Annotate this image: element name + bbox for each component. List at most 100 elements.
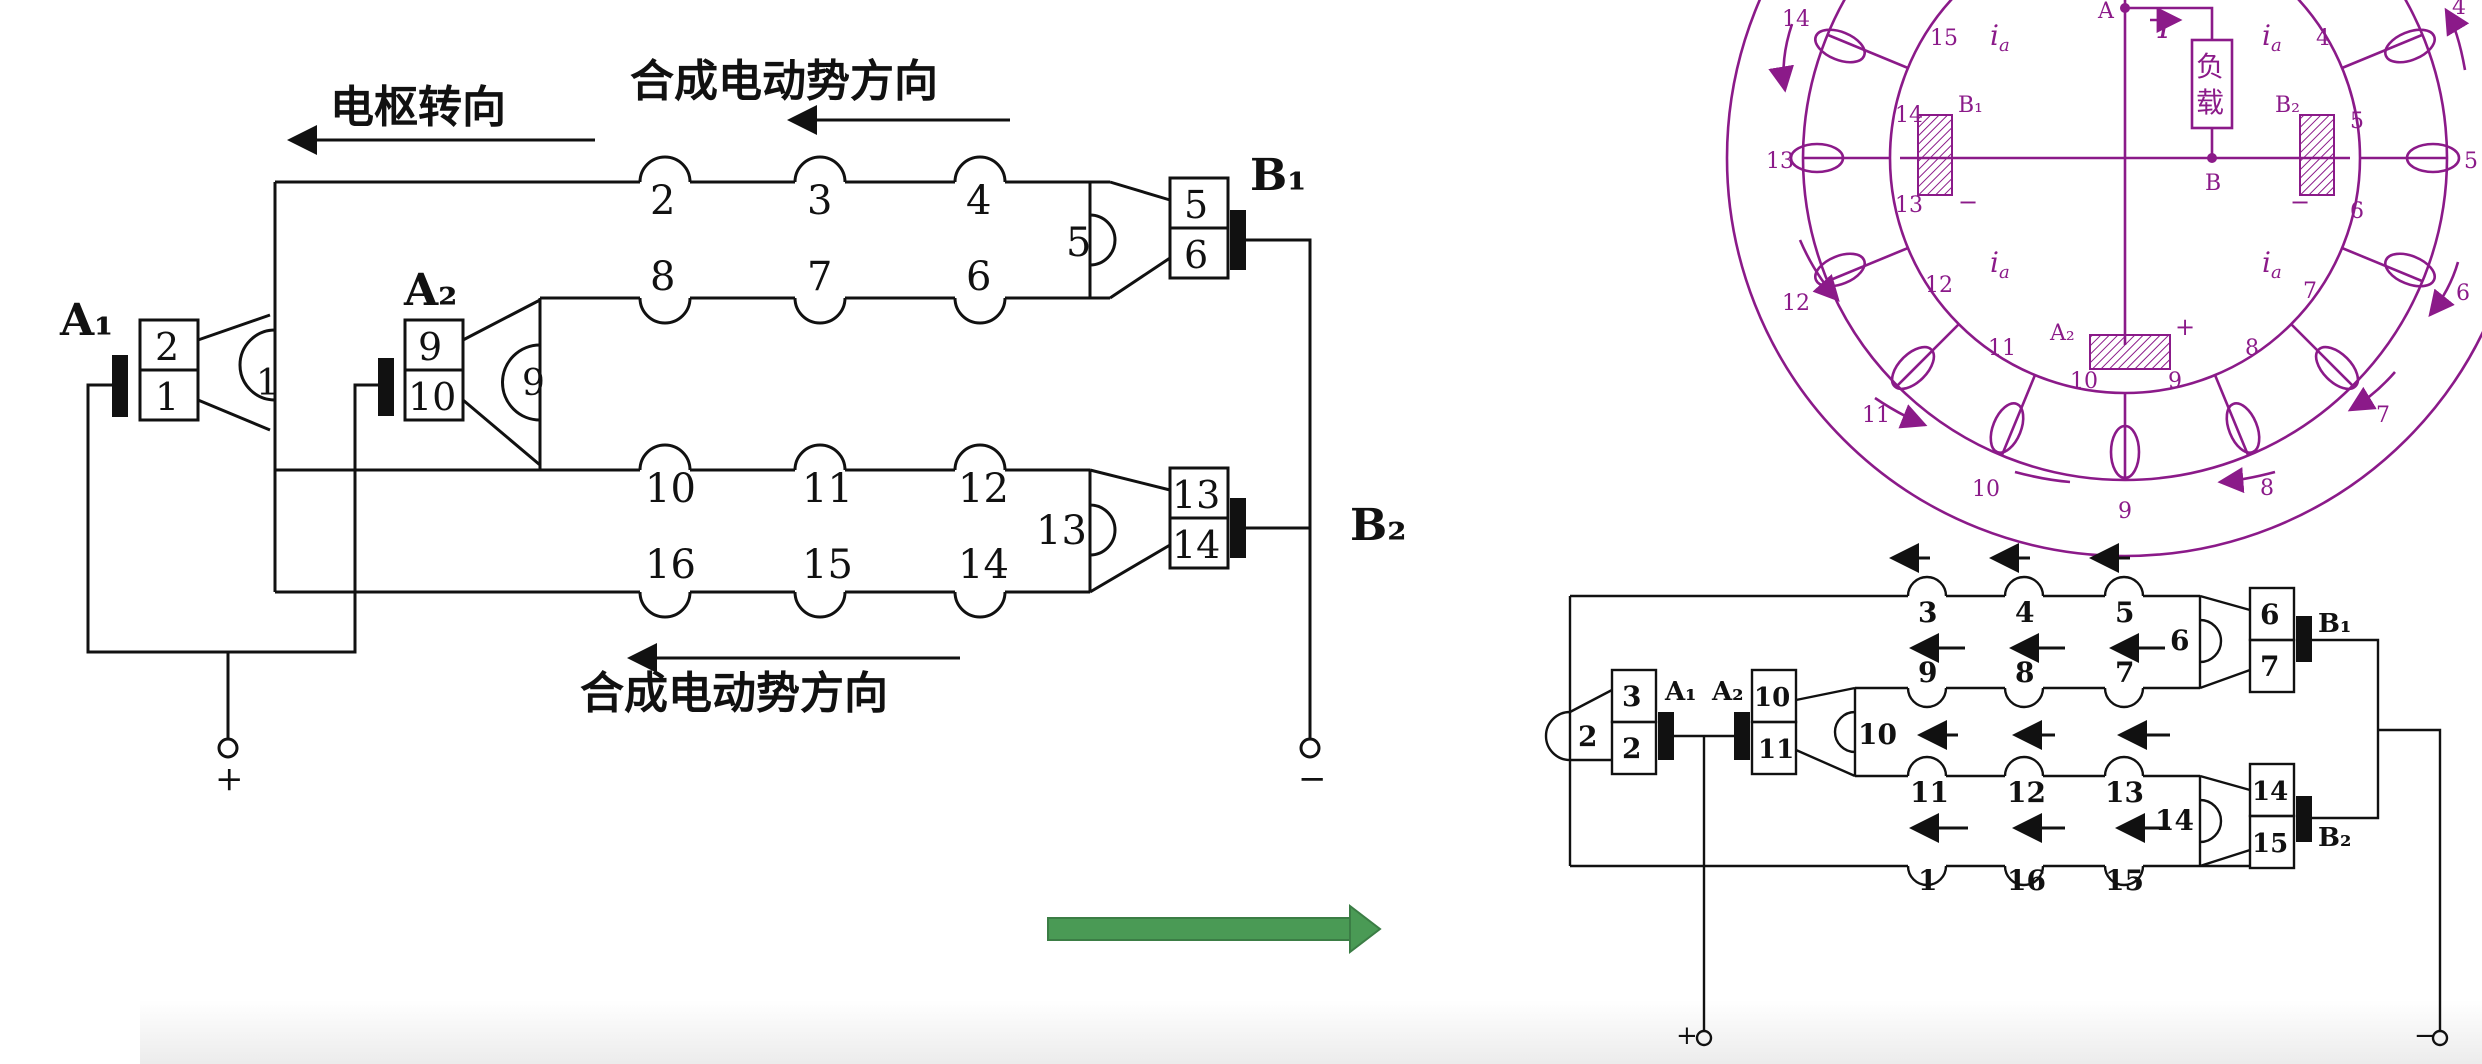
- right-arrows: [1889, 543, 2170, 843]
- right-coil-11: 11: [1910, 776, 1949, 809]
- end-coil-1-label: 1: [256, 363, 279, 404]
- minus-sign-left: −: [1958, 188, 1978, 216]
- point-B-dot: [2207, 153, 2217, 163]
- right-minus-label: −: [2414, 1021, 2436, 1051]
- brush-A1-label: A₁: [59, 295, 113, 346]
- ia-label-bl: ia: [1990, 246, 2010, 283]
- right-commutator-leads: [1569, 594, 2251, 868]
- right-plus-terminal[interactable]: [1695, 1029, 1713, 1047]
- coil-8: 8: [650, 254, 675, 300]
- outer-number-13: 13: [1766, 149, 1794, 174]
- B-bus: [1246, 238, 1312, 740]
- inner-number-7: 7: [2303, 279, 2317, 304]
- right-end-coil-2-label: 2: [1578, 720, 1597, 753]
- commutator-B2-seg-14: [1168, 516, 1230, 570]
- ring-winding-diagram: 负 载 I A B B₁ B₂ A₂ + − − ia ia ia ia 15 …: [1725, 0, 2482, 558]
- ring-dividers: [1803, 33, 2447, 480]
- inner-number-6: 6: [2350, 199, 2364, 224]
- end-coil-13-label: 13: [1036, 508, 1087, 554]
- right-end-coil-2: [1544, 596, 1572, 866]
- right-commutator-B1-label-6: 6: [2260, 598, 2279, 631]
- commutator-A1-seg-1: [138, 368, 200, 422]
- outer-number-6: 6: [2456, 281, 2470, 306]
- right-coils-row1: [1906, 575, 2145, 597]
- inner-number-13: 13: [1895, 193, 1923, 218]
- right-brush-A2: [1734, 712, 1750, 760]
- right-commutator-A-label-3: 3: [1622, 680, 1641, 713]
- commutator-A1-label-2: 2: [155, 325, 179, 369]
- right-minus-terminal[interactable]: [2431, 1029, 2449, 1047]
- ring-outer: [1725, 0, 2482, 558]
- emf-label-top: 合成电动势方向: [630, 56, 938, 107]
- right-winding-diagram: 3 4 5 9 8 7 11 12 13 1 16 15 6 14 10 2 3…: [1544, 543, 2449, 1051]
- point-A-label: A: [2097, 0, 2115, 24]
- right-commutator-B1-seg-7: [2248, 638, 2296, 694]
- ring-brush-B1-label: B₁: [1958, 93, 1983, 118]
- brush-A2-label: A₂: [403, 265, 457, 316]
- brush-B1: [1230, 210, 1246, 270]
- ring-outer-arrows: [1768, 7, 2470, 494]
- right-brush-B1: [2296, 616, 2312, 662]
- end-coil-5-wire: [1088, 180, 1110, 300]
- outer-number-10: 10: [1972, 477, 2000, 502]
- coil-10: 10: [645, 466, 696, 512]
- outer-number-9: 9: [2118, 499, 2132, 524]
- right-commutator-A2-label-11: 11: [1758, 735, 1794, 765]
- end-coil-9: [501, 343, 541, 422]
- plus-terminal[interactable]: [217, 737, 239, 759]
- right-commutator-B2-label-14: 14: [2252, 777, 2288, 807]
- commutator-B1-label-6: 6: [1184, 233, 1208, 277]
- inner-number-5: 5: [2350, 109, 2364, 134]
- end-coil-9-label: 9: [522, 363, 545, 404]
- A1-leads: [197, 313, 271, 432]
- brush-A2: [378, 358, 394, 416]
- right-end-coil-6: [2198, 596, 2223, 688]
- brush-B2-label: B₂: [1350, 500, 1406, 551]
- coils-row1: [638, 155, 1007, 183]
- ring-brush-B1: [1917, 114, 1953, 196]
- ia-label-tr: ia: [2262, 19, 2282, 56]
- commutator-B2-label-13: 13: [1172, 473, 1220, 517]
- brush-B1-label: B₁: [1250, 150, 1306, 201]
- outer-number-7: 7: [2376, 403, 2390, 428]
- right-coil-16: 16: [2007, 864, 2046, 897]
- inner-number-8: 8: [2245, 336, 2259, 361]
- right-coil-7: 7: [2115, 656, 2134, 689]
- load-label-2: 载: [2196, 86, 2224, 119]
- commutator-A2-label-10: 10: [408, 375, 456, 419]
- outer-number-12: 12: [1782, 291, 1810, 316]
- coil-14: 14: [958, 542, 1009, 588]
- right-brush-B1-label: B₁: [2318, 609, 2351, 639]
- right-end-coil-6-label: 6: [2170, 624, 2189, 657]
- outer-number-11: 11: [1862, 403, 1890, 428]
- coil-11: 11: [802, 466, 853, 512]
- minus-label: −: [1298, 759, 1327, 799]
- minus-terminal[interactable]: [1299, 737, 1321, 759]
- end-coil-1: [238, 328, 276, 402]
- right-plus-label: +: [1676, 1021, 1698, 1051]
- arrow-head: [1349, 903, 1382, 955]
- left-winding-diagram: 电枢转向 合成电动势方向 2 3 4 8 7 6 10 11 12 16 15: [59, 56, 1406, 799]
- plus-label: +: [215, 759, 244, 799]
- coil-16: 16: [645, 542, 696, 588]
- transition-arrow: [1047, 903, 1382, 955]
- coil-15: 15: [802, 542, 853, 588]
- right-brush-B2: [2296, 796, 2312, 842]
- arrow-shaft: [1047, 917, 1354, 941]
- point-B-label: B: [2205, 171, 2221, 196]
- inner-number-9: 9: [2168, 369, 2182, 394]
- end-coil-5: [1089, 213, 1117, 267]
- right-commutator-A-seg-2: [1610, 720, 1658, 776]
- right-coil-12: 12: [2007, 776, 2046, 809]
- ia-label-br: ia: [2262, 246, 2282, 283]
- inner-number-12: 12: [1925, 273, 1953, 298]
- coil-7: 7: [807, 254, 832, 300]
- ia-label-tl: ia: [1990, 19, 2010, 56]
- coil-12: 12: [958, 466, 1009, 512]
- commutator-B1-label-5: 5: [1184, 183, 1208, 227]
- coils-row2: [638, 297, 1007, 325]
- brush-A1: [112, 355, 128, 417]
- right-commutator-A2-seg-11: [1750, 720, 1798, 776]
- outer-number-4: 4: [2452, 0, 2466, 20]
